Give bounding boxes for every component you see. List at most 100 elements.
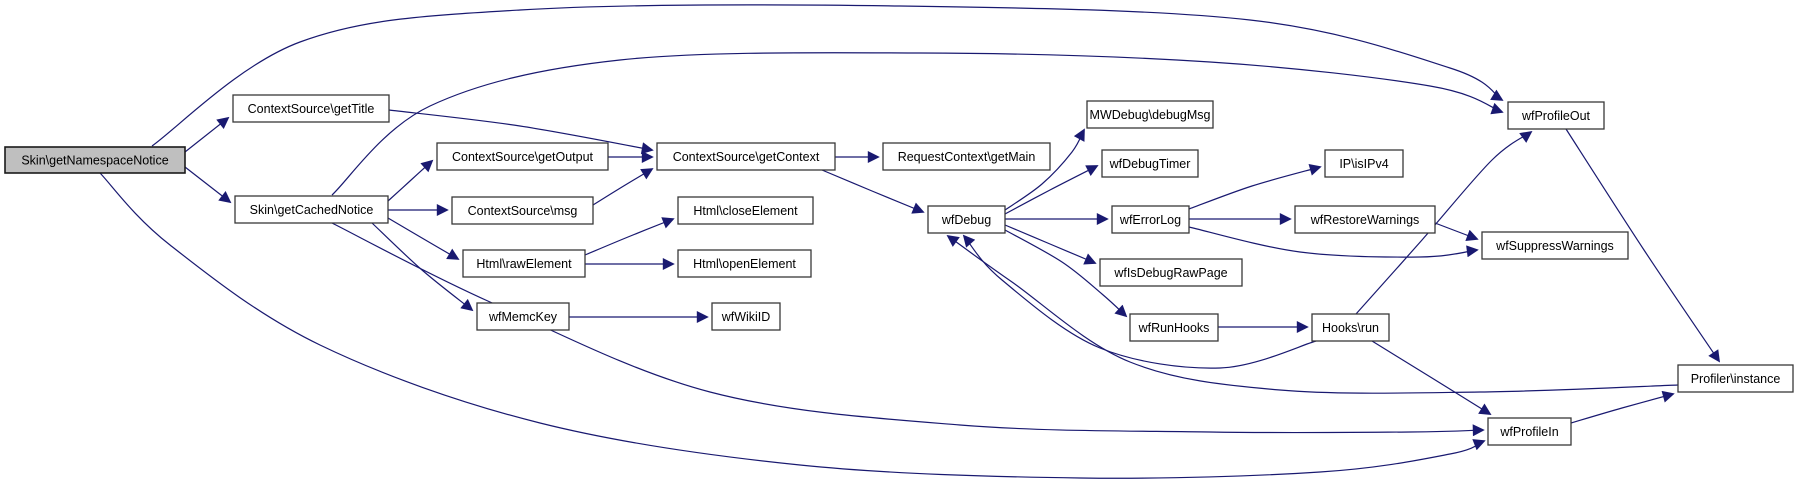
node-debugMsg[interactable]: MWDebug\debugMsg — [1086, 100, 1214, 129]
edge-wfDebug-wfDebugTimer — [1004, 165, 1099, 215]
edge-getCached-getOutput — [387, 159, 434, 202]
node-wfRestoreWarnings[interactable]: wfRestoreWarnings — [1294, 205, 1436, 234]
node-label-getMain: RequestContext\getMain — [898, 150, 1036, 164]
node-label-getOutput: ContextSource\getOutput — [452, 150, 594, 164]
edge-getTitle-getContext — [388, 109, 654, 155]
node-box-closeElement[interactable] — [677, 196, 814, 225]
node-box-isIPv4[interactable] — [1324, 149, 1404, 178]
node-root: Skin\getNamespaceNotice — [4, 146, 186, 174]
node-box-msg[interactable] — [451, 196, 594, 225]
node-box-wfMemcKey[interactable] — [476, 302, 570, 331]
edge-wfErrorLog-isIPv4 — [1188, 164, 1322, 210]
edge-wfDebug-wfRunHooks — [1004, 229, 1128, 318]
node-box-getOutput[interactable] — [436, 142, 609, 171]
node-wfWikiID[interactable]: wfWikiID — [711, 302, 781, 331]
node-box-wfDebugTimer[interactable] — [1101, 149, 1199, 178]
node-wfProfileOut[interactable]: wfProfileOut — [1507, 101, 1605, 130]
node-box-wfRunHooks[interactable] — [1129, 313, 1219, 342]
node-box-getTitle[interactable] — [232, 94, 390, 123]
node-hooksRun[interactable]: Hooks\run — [1311, 313, 1390, 342]
edge-rawElement-closeElement — [584, 217, 675, 256]
node-box-openElement[interactable] — [677, 249, 812, 278]
edge-hooksRun-wfProfileIn — [1371, 340, 1492, 415]
node-box-getContext[interactable] — [656, 142, 836, 171]
node-openElement[interactable]: Html\openElement — [677, 249, 812, 278]
node-box-getMain[interactable] — [882, 142, 1051, 171]
node-wfRunHooks[interactable]: wfRunHooks — [1129, 313, 1219, 342]
node-getMain[interactable]: RequestContext\getMain — [882, 142, 1051, 171]
edge-root-getCached — [184, 166, 232, 204]
node-box-root — [4, 146, 186, 174]
edge-root-getTitle — [184, 116, 230, 153]
edge-getCached-wfMemcKey — [371, 222, 474, 312]
edge-getCached-rawElement — [387, 217, 460, 260]
node-label-wfWikiID: wfWikiID — [721, 310, 771, 324]
edges-layer — [99, 4, 1721, 479]
node-wfDebug[interactable]: wfDebug — [927, 205, 1006, 234]
node-box-wfWikiID[interactable] — [711, 302, 781, 331]
edge-wfErrorLog-wfSuppressWarnings — [1188, 226, 1479, 258]
node-box-wfDebug[interactable] — [927, 205, 1006, 234]
edge-getCached-wfProfileIn — [331, 222, 1485, 437]
node-label-wfSuppressWarnings: wfSuppressWarnings — [1495, 239, 1614, 253]
node-label-closeElement: Html\closeElement — [693, 204, 798, 218]
node-wfErrorLog[interactable]: wfErrorLog — [1111, 205, 1190, 234]
edge-hooksRun-wfProfileOut — [1355, 130, 1533, 315]
node-getTitle[interactable]: ContextSource\getTitle — [232, 94, 390, 123]
node-label-isIPv4: IP\isIPv4 — [1339, 157, 1388, 171]
node-label-getTitle: ContextSource\getTitle — [248, 102, 375, 116]
node-label-wfMemcKey: wfMemcKey — [488, 310, 558, 324]
node-label-getContext: ContextSource\getContext — [673, 150, 820, 164]
edge-profilerInstance-wfDebug — [946, 234, 1679, 394]
node-box-wfIsDebugRawPage[interactable] — [1099, 258, 1243, 287]
node-label-rawElement: Html\rawElement — [476, 257, 572, 271]
node-box-wfProfileOut[interactable] — [1507, 101, 1605, 130]
edge-msg-getContext — [592, 168, 654, 206]
node-isIPv4[interactable]: IP\isIPv4 — [1324, 149, 1404, 178]
node-label-profilerInstance: Profiler\instance — [1691, 372, 1781, 386]
nodes-layer: Skin\getNamespaceNotice ContextSource\get… — [4, 94, 1794, 446]
node-box-hooksRun[interactable] — [1311, 313, 1390, 342]
node-label-wfProfileIn: wfProfileIn — [1499, 425, 1558, 439]
node-getCached[interactable]: Skin\getCachedNotice — [234, 195, 389, 224]
edge-getContext-wfDebug — [821, 169, 925, 214]
node-closeElement[interactable]: Html\closeElement — [677, 196, 814, 225]
node-msg[interactable]: ContextSource\msg — [451, 196, 594, 225]
node-wfSuppressWarnings[interactable]: wfSuppressWarnings — [1481, 231, 1629, 260]
node-box-debugMsg[interactable] — [1086, 100, 1214, 129]
node-label-wfRunHooks: wfRunHooks — [1138, 321, 1210, 335]
node-label-debugMsg: MWDebug\debugMsg — [1090, 108, 1211, 122]
node-box-rawElement[interactable] — [462, 249, 586, 278]
edge-wfRestoreWarnings-wfSuppressWarnings — [1434, 222, 1479, 241]
edge-wfDebug-wfIsDebugRawPage — [1004, 224, 1097, 265]
node-label-getCached: Skin\getCachedNotice — [250, 203, 374, 217]
node-rawElement[interactable]: Html\rawElement — [462, 249, 586, 278]
node-profilerInstance[interactable]: Profiler\instance — [1677, 364, 1794, 393]
node-wfIsDebugRawPage[interactable]: wfIsDebugRawPage — [1099, 258, 1243, 287]
node-box-wfRestoreWarnings[interactable] — [1294, 205, 1436, 234]
node-getOutput[interactable]: ContextSource\getOutput — [436, 142, 609, 171]
node-label-openElement: Html\openElement — [693, 257, 796, 271]
node-box-wfErrorLog[interactable] — [1111, 205, 1190, 234]
node-label-wfProfileOut: wfProfileOut — [1521, 109, 1591, 123]
edge-hooksRun-wfDebug — [962, 234, 1317, 369]
edge-getCached-wfProfileOut — [331, 52, 1504, 196]
node-wfProfileIn[interactable]: wfProfileIn — [1487, 417, 1572, 446]
node-label-wfErrorLog: wfErrorLog — [1119, 213, 1181, 227]
node-box-wfSuppressWarnings[interactable] — [1481, 231, 1629, 260]
node-box-getCached[interactable] — [234, 195, 389, 224]
node-label-wfIsDebugRawPage: wfIsDebugRawPage — [1113, 266, 1227, 280]
edge-root-wfProfileOut — [151, 4, 1504, 147]
node-label-wfRestoreWarnings: wfRestoreWarnings — [1310, 213, 1420, 227]
node-box-wfProfileIn[interactable] — [1487, 417, 1572, 446]
node-box-profilerInstance[interactable] — [1677, 364, 1794, 393]
node-wfDebugTimer[interactable]: wfDebugTimer — [1101, 149, 1199, 178]
node-wfMemcKey[interactable]: wfMemcKey — [476, 302, 570, 331]
node-label-hooksRun: Hooks\run — [1322, 321, 1379, 335]
edge-wfProfileIn-profilerInstance — [1570, 390, 1675, 424]
node-label-wfDebug: wfDebug — [941, 213, 991, 227]
node-label-wfDebugTimer: wfDebugTimer — [1109, 157, 1191, 171]
node-getContext[interactable]: ContextSource\getContext — [656, 142, 836, 171]
node-label-root: Skin\getNamespaceNotice — [21, 154, 168, 168]
